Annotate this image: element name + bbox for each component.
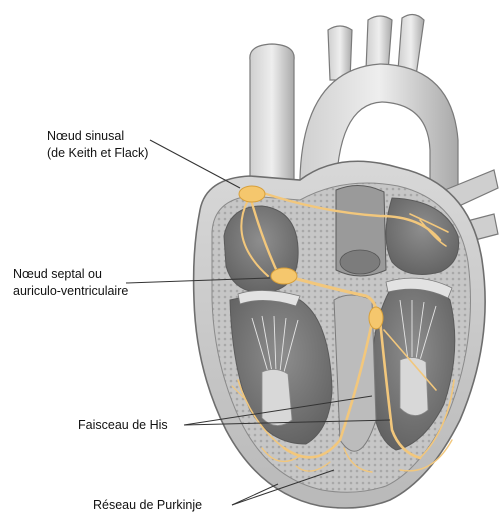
leader-sinoatrial (150, 140, 240, 188)
label-sinoatrial-line2: (de Keith et Flack) (47, 145, 148, 162)
atrioventricular-node (271, 268, 297, 284)
label-av-node: Nœud septal ou auriculo-ventriculaire (13, 266, 128, 300)
leader-purkinje (232, 484, 278, 505)
sinoatrial-node (239, 186, 265, 202)
label-purkinje-network: Réseau de Purkinje (93, 497, 202, 514)
his-bundle-node (369, 307, 383, 329)
label-sinoatrial-node: Nœud sinusal (de Keith et Flack) (47, 128, 148, 162)
label-sinoatrial-line1: Nœud sinusal (47, 128, 148, 145)
label-av-line1: Nœud septal ou (13, 266, 128, 283)
label-av-line2: auriculo-ventriculaire (13, 283, 128, 300)
label-bundle-of-his: Faisceau de His (78, 417, 168, 434)
